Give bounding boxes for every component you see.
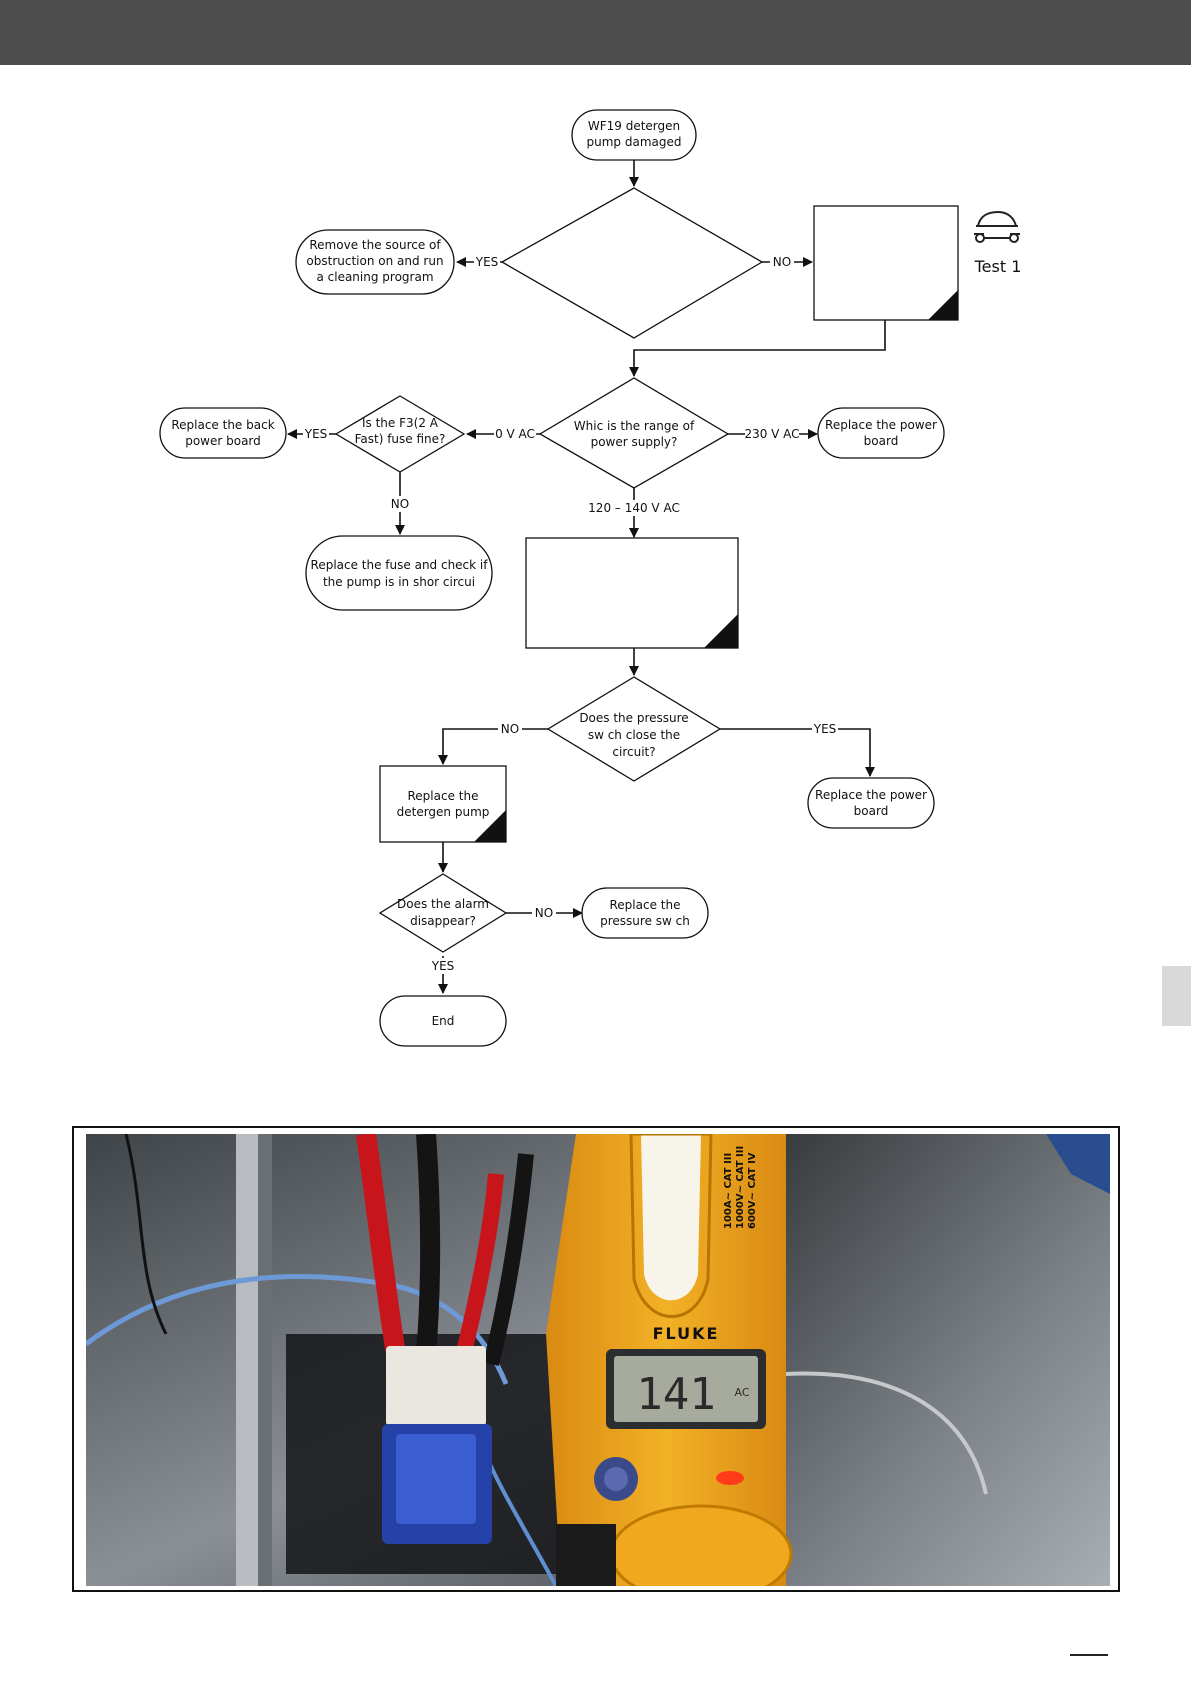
svg-text:Replace the: Replace the <box>610 898 681 912</box>
svg-text:Remove the source of: Remove the source of <box>309 238 441 252</box>
node-alarm-decision: Does the alarm disappear? <box>378 873 508 953</box>
svg-text:power board: power board <box>185 434 261 448</box>
fluke-clamp-meter: FLUKE 141 AC 100A~ CAT III 1000V~ CAT II… <box>546 1134 793 1586</box>
node-replace-fuse: Replace the fuse and check if the pump i… <box>305 535 493 611</box>
header-bar <box>0 0 1191 65</box>
svg-text:a cleaning program: a cleaning program <box>316 270 433 284</box>
label-no-fuse: NO <box>391 497 409 511</box>
svg-text:board: board <box>864 434 899 448</box>
edge-test-to-range <box>629 320 886 377</box>
svg-text:sw ch close the: sw ch close the <box>588 728 680 742</box>
meter-rating-2: 1000V~ CAT III <box>735 1146 746 1229</box>
meter-rating-3: 600V~ CAT IV <box>747 1152 758 1229</box>
chapter-tab <box>1162 966 1191 1026</box>
wrench-car-icon <box>974 210 1020 243</box>
svg-text:Replace the power: Replace the power <box>815 788 927 802</box>
label-120v: 120 – 140 V AC <box>588 501 680 515</box>
svg-text:Replace the: Replace the <box>408 789 479 803</box>
label-no-obstruction: NO <box>773 255 791 269</box>
svg-text:detergen pump: detergen pump <box>397 805 490 819</box>
label-no-alarm: NO <box>535 906 553 920</box>
node-pressure-decision: Does the pressure sw ch close the circui… <box>546 676 722 782</box>
node-measure-box <box>525 537 739 649</box>
meter-reading: 141 <box>636 1369 715 1420</box>
svg-text:board: board <box>854 804 889 818</box>
label-yes-fuse: YES <box>304 427 328 441</box>
svg-text:Does the alarm: Does the alarm <box>397 897 489 911</box>
page-number-line <box>1070 1654 1108 1656</box>
edge-labels: YES NO 0 V AC 230 V AC 120 – 140 V AC YE… <box>303 254 838 974</box>
meter-brand: FLUKE <box>653 1324 720 1343</box>
edge-pressure-yes <box>720 728 875 777</box>
node-range-decision: Whic is the range of power supply? <box>538 377 730 489</box>
test-reference: Test 1 <box>974 210 1022 276</box>
node-test-box <box>813 205 959 321</box>
svg-text:Fast) fuse fine?: Fast) fuse fine? <box>355 432 446 446</box>
node-obstruction-decision <box>500 187 764 339</box>
svg-text:End: End <box>432 1014 455 1028</box>
node-remove-obstruction: Remove the source of obstruction on and … <box>295 229 455 295</box>
node-fuse-decision: Is the F3(2 A Fast) fuse fine? <box>334 395 466 473</box>
label-0v: 0 V AC <box>495 427 535 441</box>
svg-text:pressure sw ch: pressure sw ch <box>600 914 690 928</box>
svg-text:Replace the power: Replace the power <box>825 418 937 432</box>
node-replace-detergent-pump: Replace the detergen pump <box>379 765 507 843</box>
label-230v: 230 V AC <box>744 427 799 441</box>
svg-text:Replace the fuse and check if: Replace the fuse and check if <box>311 558 489 572</box>
node-replace-power-board-1: Replace the power board <box>817 407 945 459</box>
svg-text:disappear?: disappear? <box>410 914 476 928</box>
svg-text:Is the F3(2 A: Is the F3(2 A <box>362 416 439 430</box>
svg-text:circuit?: circuit? <box>612 745 655 759</box>
troubleshooting-flowchart: YES NO 0 V AC 230 V AC 120 – 140 V AC YE… <box>159 109 1022 1047</box>
label-yes-alarm: YES <box>431 959 455 973</box>
label-no-pressure: NO <box>501 722 519 736</box>
svg-text:Does the pressure: Does the pressure <box>579 711 688 725</box>
photo-frame: FLUKE 141 AC 100A~ CAT III 1000V~ CAT II… <box>72 1126 1120 1592</box>
test-label: Test 1 <box>974 257 1022 276</box>
label-yes-pressure: YES <box>813 722 837 736</box>
label-yes-obstruction: YES <box>475 255 499 269</box>
node-replace-back-board: Replace the back power board <box>159 407 287 459</box>
node-end: End <box>379 995 507 1047</box>
clamp-meter-photo: FLUKE 141 AC 100A~ CAT III 1000V~ CAT II… <box>86 1134 1110 1586</box>
svg-text:Whic is the range of: Whic is the range of <box>574 419 695 433</box>
edge-pressure-no <box>438 728 548 765</box>
meter-rating-1: 100A~ CAT III <box>723 1153 734 1229</box>
svg-text:power supply?: power supply? <box>591 435 678 449</box>
svg-text:Replace the back: Replace the back <box>171 418 274 432</box>
meter-unit: AC <box>734 1386 749 1399</box>
node-replace-power-board-2: Replace the power board <box>807 777 935 829</box>
photo-illustration: FLUKE 141 AC 100A~ CAT III 1000V~ CAT II… <box>86 1134 1110 1586</box>
svg-text:obstruction on and run: obstruction on and run <box>306 254 443 268</box>
svg-text:the pump is in shor circui: the pump is in shor circui <box>323 575 475 589</box>
node-replace-pressure-switch: Replace the pressure sw ch <box>581 887 709 939</box>
